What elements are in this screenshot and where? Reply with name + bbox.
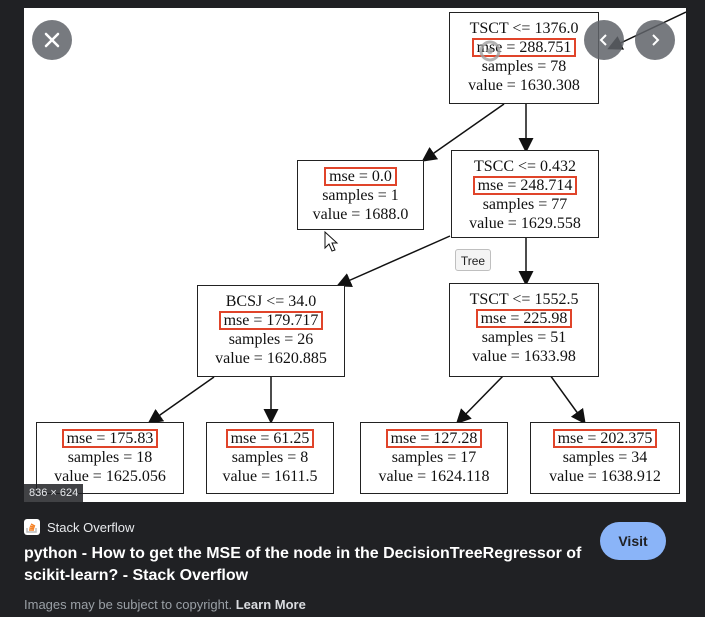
- image-dimensions: 836 × 624: [24, 484, 84, 502]
- result-title[interactable]: python - How to get the MSE of the node …: [24, 545, 582, 584]
- node-samples: samples = 1: [322, 187, 399, 204]
- node-value: value = 1633.98: [472, 348, 576, 365]
- tree-node-left: mse = 0.0 samples = 1 value = 1688.0: [297, 160, 424, 230]
- tree-node-rr: TSCT <= 1552.5 mse = 225.98 samples = 51…: [449, 283, 599, 377]
- node-samples: samples = 26: [228, 331, 314, 348]
- node-mse: mse = 61.25: [225, 429, 315, 448]
- node-value: value = 1620.885: [215, 350, 327, 367]
- close-icon: [44, 32, 60, 48]
- tree-node-rrr: mse = 202.375 samples = 34 value = 1638.…: [530, 422, 680, 494]
- node-value: value = 1625.056: [54, 468, 166, 485]
- node-mse: mse = 202.375: [552, 429, 658, 448]
- node-samples: samples = 8: [231, 449, 309, 466]
- edge-rr-rrr: [549, 374, 586, 425]
- chevron-left-icon: [599, 34, 607, 46]
- node-mse: mse = 179.717: [218, 311, 324, 330]
- copyright-text: Images may be subject to copyright.: [24, 597, 233, 612]
- cursor-icon: [324, 230, 339, 252]
- close-button[interactable]: [32, 20, 72, 60]
- node-samples: samples = 17: [391, 449, 477, 466]
- node-value: value = 1638.912: [549, 468, 661, 485]
- edge-r-rl: [336, 235, 451, 288]
- tree-node-root: TSCT <= 1376.0 mse = 288.751 samples = 7…: [449, 12, 599, 104]
- copyright-notice: Images may be subject to copyright. Lear…: [24, 597, 306, 612]
- tree-tooltip-button[interactable]: Tree: [455, 249, 491, 271]
- tree-node-rl: BCSJ <= 34.0 mse = 179.717 samples = 26 …: [197, 285, 345, 377]
- source-name[interactable]: Stack Overflow: [47, 519, 135, 535]
- node-mse: mse = 175.83: [61, 429, 159, 448]
- node-mse: mse = 248.714: [472, 176, 578, 195]
- node-mse: mse = 0.0: [324, 167, 397, 186]
- learn-more-link[interactable]: Learn More: [235, 597, 306, 612]
- source-row[interactable]: Stack Overflow: [24, 519, 134, 535]
- node-samples: samples = 34: [562, 449, 648, 466]
- lens-icon[interactable]: [479, 40, 501, 62]
- tree-node-rll: mse = 175.83 samples = 18 value = 1625.0…: [36, 422, 184, 494]
- node-value: value = 1688.0: [312, 206, 409, 223]
- next-button[interactable]: [635, 20, 675, 60]
- node-split: TSCT <= 1376.0: [469, 20, 579, 37]
- node-samples: samples = 51: [481, 329, 567, 346]
- node-value: value = 1611.5: [222, 468, 318, 485]
- tree-node-right: TSCC <= 0.432 mse = 248.714 samples = 77…: [451, 150, 599, 238]
- node-value: value = 1624.118: [378, 468, 490, 485]
- node-samples: samples = 77: [482, 196, 568, 213]
- tree-node-rrl: mse = 127.28 samples = 17 value = 1624.1…: [360, 422, 508, 494]
- node-samples: samples = 18: [67, 449, 153, 466]
- node-split: TSCC <= 0.432: [473, 158, 577, 175]
- node-mse: mse = 127.28: [385, 429, 483, 448]
- visit-button[interactable]: Visit: [600, 522, 666, 560]
- node-split: TSCT <= 1552.5: [469, 291, 579, 308]
- previous-button[interactable]: [584, 20, 624, 60]
- stackoverflow-icon: [24, 519, 40, 535]
- chevron-right-icon: [652, 34, 660, 46]
- tree-node-rlr: mse = 61.25 samples = 8 value = 1611.5: [206, 422, 334, 494]
- edge-root-left: [421, 103, 505, 162]
- edge-rl-rll: [147, 376, 215, 424]
- node-value: value = 1629.558: [469, 215, 581, 232]
- image-preview[interactable]: TSCT <= 1376.0 mse = 288.751 samples = 7…: [24, 8, 686, 502]
- node-split: BCSJ <= 34.0: [225, 293, 317, 310]
- node-value: value = 1630.308: [468, 77, 580, 94]
- node-mse: mse = 225.98: [475, 309, 573, 328]
- node-samples: samples = 78: [481, 58, 567, 75]
- edge-rr-rrl: [455, 374, 505, 425]
